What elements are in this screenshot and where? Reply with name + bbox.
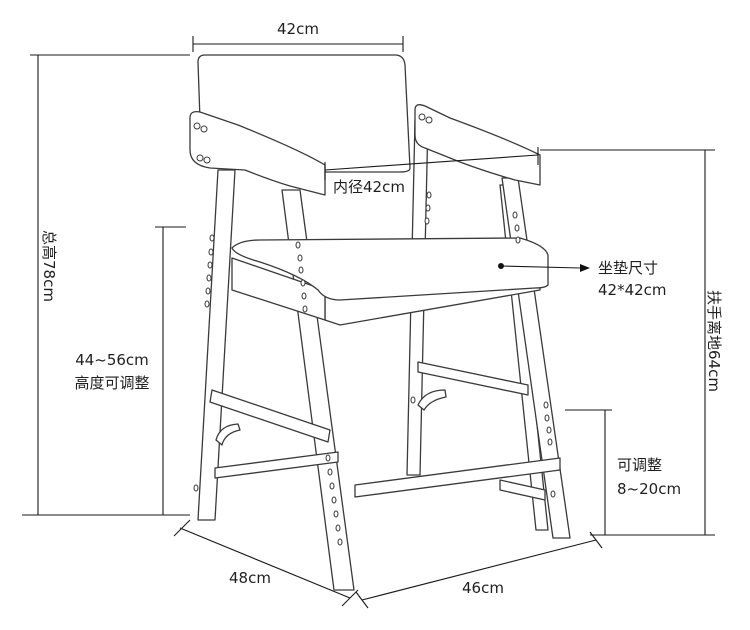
seat-cushion (231, 237, 549, 301)
front-footrest-rail (214, 451, 339, 479)
inner-width-label: 内径42cm (333, 178, 405, 196)
seat-cushion-title: 坐垫尺寸 (598, 259, 658, 277)
arrow-right-icon (580, 264, 590, 272)
seat-height-caption: 高度可调整 (74, 374, 149, 392)
adjustment-holes-right (295, 241, 343, 546)
rear-stretcher (417, 361, 529, 396)
seat-cushion-size: 42*42cm (598, 281, 667, 299)
width-label: 46cm (462, 579, 504, 597)
seat-side-rail (231, 257, 326, 321)
total-height-label: 总高78cm (40, 230, 58, 302)
footrest-range-label: 8~20cm (617, 480, 681, 498)
seat-height-range-label: 44~56cm (75, 351, 149, 369)
chair-illustration (189, 54, 571, 591)
depth-label: 48cm (229, 569, 271, 587)
front-left-leg (197, 169, 236, 521)
right-mid-support (417, 389, 447, 411)
armrest-height-label: 扶手离地64cm (705, 290, 723, 392)
armrest-bolts (193, 113, 433, 164)
dimension-lines (22, 36, 715, 609)
adjustment-holes-back (410, 191, 556, 498)
rear-bottom-stretcher (499, 479, 546, 501)
footrest-caption: 可调整 (617, 456, 662, 474)
dimension-labels: 42cm 内径42cm 总高78cm 44~56cm 高度可调整 坐垫尺寸 42… (40, 20, 723, 597)
left-side-stretcher (209, 389, 331, 443)
right-armrest (414, 104, 541, 186)
adjustment-holes-left (193, 234, 215, 492)
footrest-bar (354, 457, 561, 498)
back-width-label: 42cm (277, 20, 319, 38)
footrest-support (215, 423, 241, 446)
